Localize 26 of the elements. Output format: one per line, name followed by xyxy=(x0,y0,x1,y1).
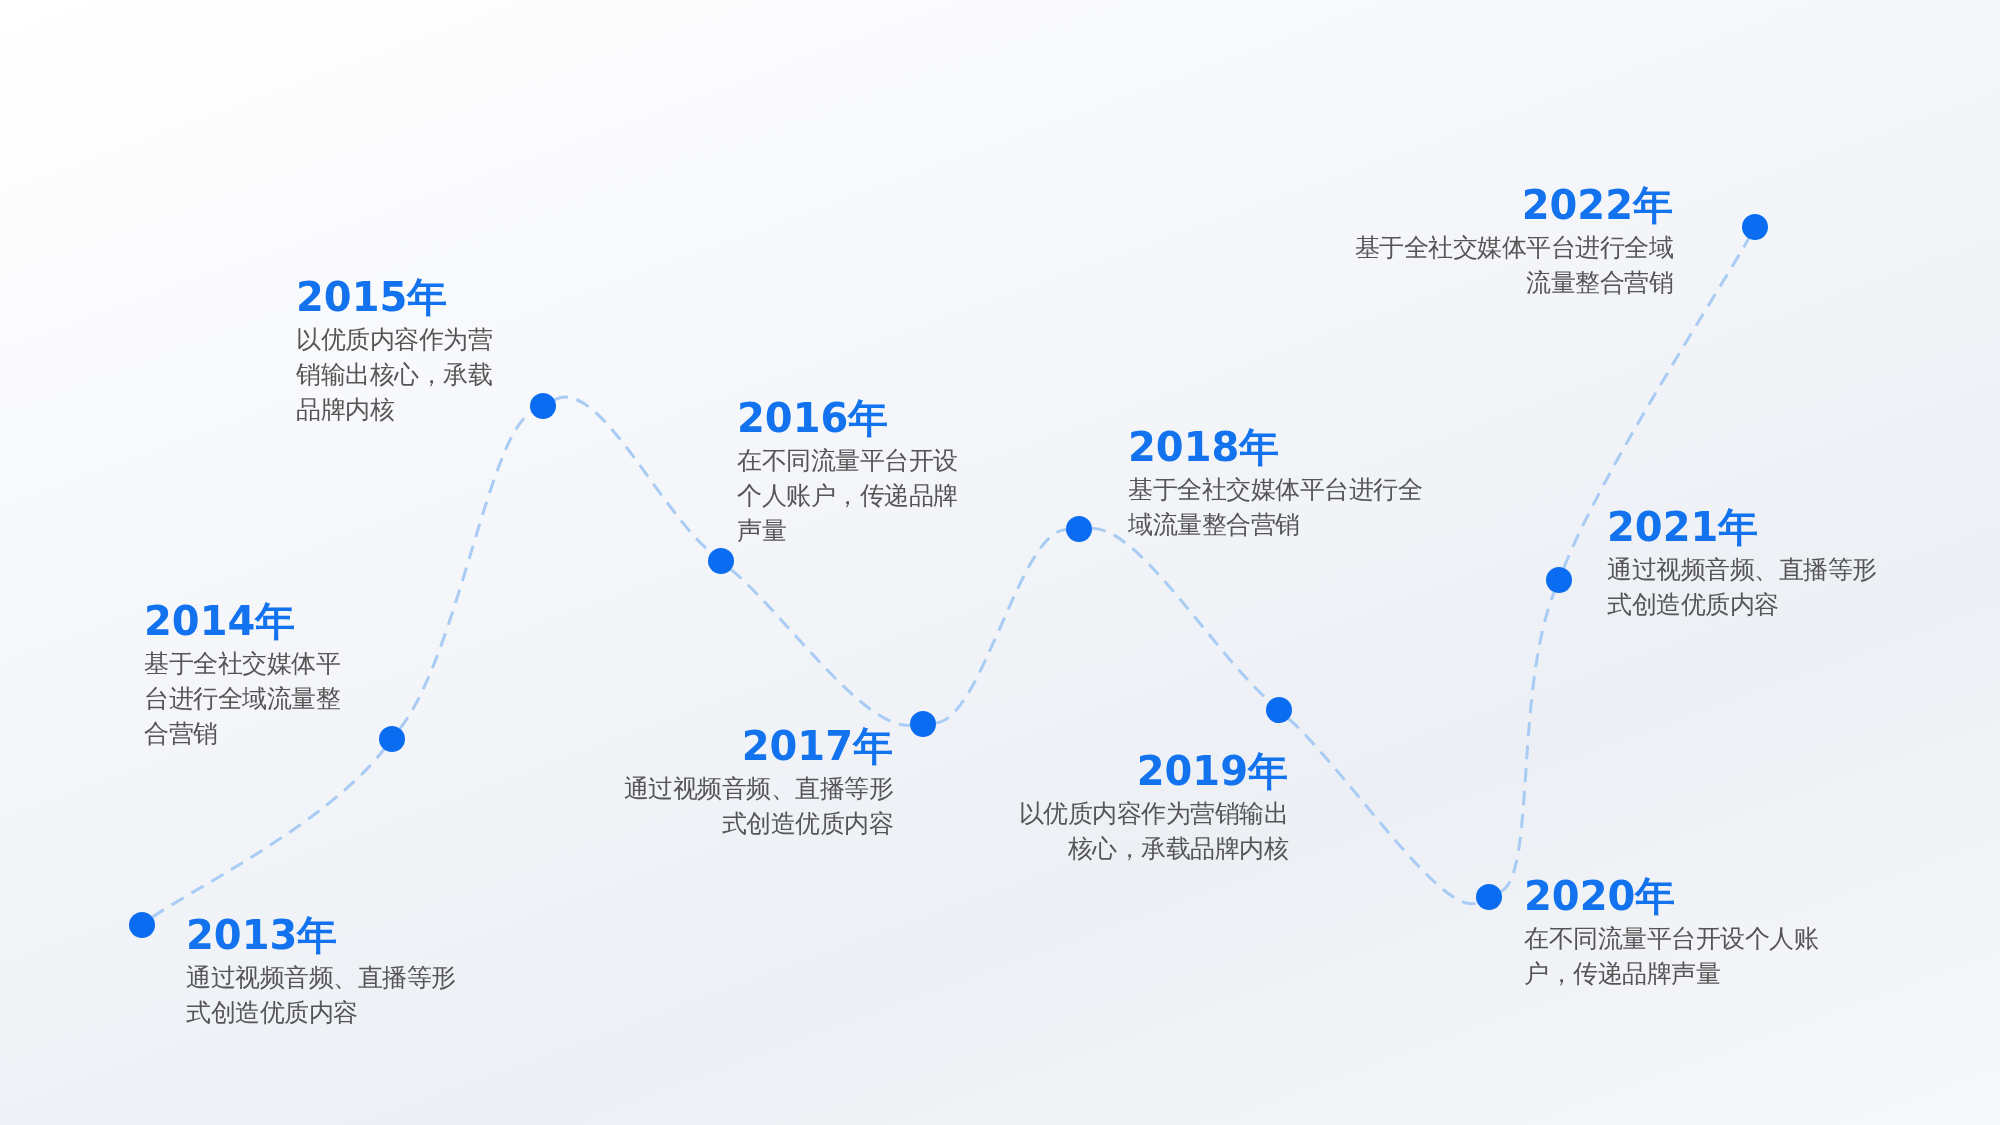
dashed-curve xyxy=(151,748,386,919)
dashed-curve xyxy=(1499,591,1556,893)
year-label: 2013年 xyxy=(186,912,338,958)
dashed-curve xyxy=(935,528,1067,725)
milestone-text: 通过视频音频、直播等形式创造优质内容 xyxy=(622,773,893,840)
milestone-text: 基于全社交媒体平台进行全域流量整合营销 xyxy=(144,648,341,750)
dashed-curve xyxy=(1287,717,1478,905)
year-label: 2017年 xyxy=(741,723,893,769)
milestone-text: 基于全社交媒体平台进行全域流量整合营销 xyxy=(1128,474,1423,541)
year-label: 2019年 xyxy=(1136,748,1288,794)
dashed-curve xyxy=(729,568,911,727)
milestone-text: 以优质内容作为营销输出核心，承载品牌内核 xyxy=(1017,798,1288,865)
milestone-text: 通过视频音频、直播等形式创造优质内容 xyxy=(186,962,457,1029)
milestone-text: 通过视频音频、直播等形式创造优质内容 xyxy=(1607,554,1878,621)
year-label: 2022年 xyxy=(1521,182,1673,228)
dashed-curve xyxy=(1562,237,1750,569)
milestone-text: 以优质内容作为营销输出核心，承载品牌内核 xyxy=(296,324,493,426)
milestone-text: 在不同流量平台开设个人账户，传递品牌声量 xyxy=(737,445,959,547)
milestone-text: 基于全社交媒体平台进行全域流量整合营销 xyxy=(1353,232,1673,299)
year-label: 2016年 xyxy=(737,395,889,441)
year-label: 2014年 xyxy=(144,598,296,644)
milestone-text: 在不同流量平台开设个人账户，传递品牌声量 xyxy=(1524,923,1819,990)
year-label: 2015年 xyxy=(296,274,448,320)
year-label: 2020年 xyxy=(1524,873,1676,919)
year-label: 2018年 xyxy=(1128,424,1280,470)
year-label: 2021年 xyxy=(1607,504,1759,550)
